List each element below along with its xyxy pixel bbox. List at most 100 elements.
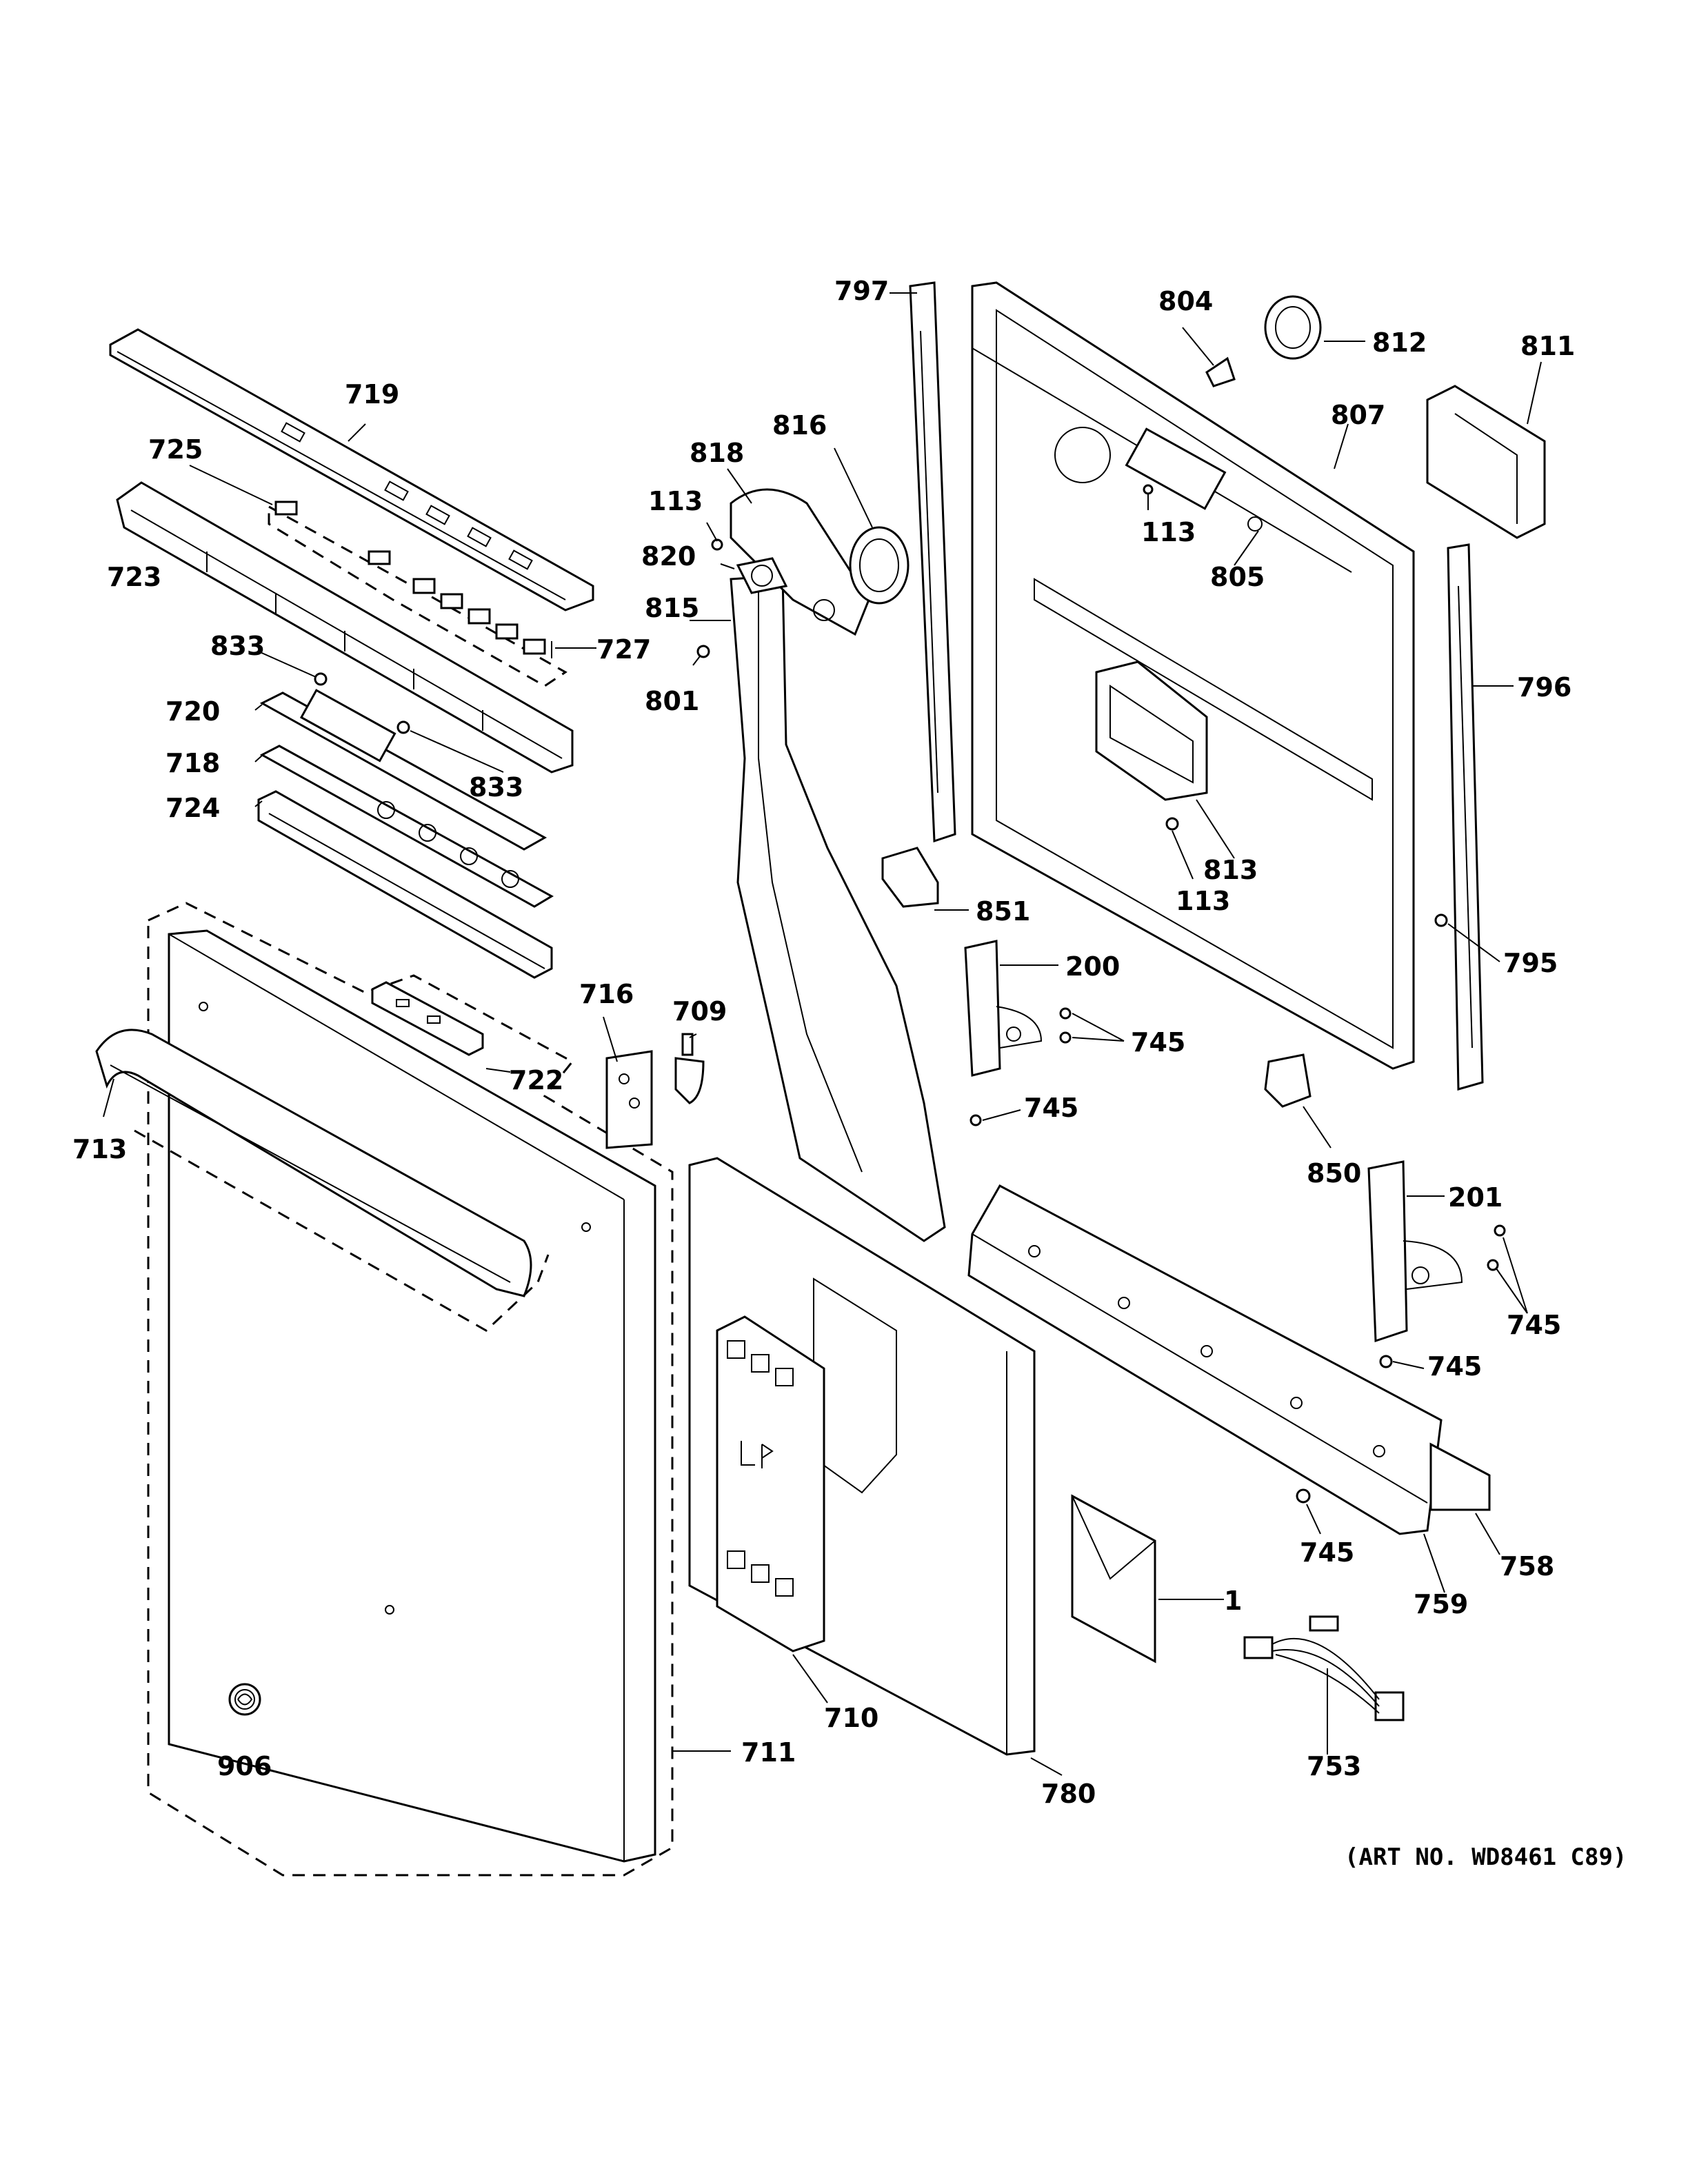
hinge-200 [964, 940, 1043, 1077]
spacer-block-710 [716, 1315, 825, 1652]
callout-759: 759 [1414, 1589, 1468, 1619]
side-trim-796 [1447, 543, 1484, 1091]
screw-833-b [396, 720, 410, 734]
callout-812: 812 [1372, 327, 1427, 358]
envelope-icon [1072, 1495, 1156, 1580]
callout-796: 796 [1517, 672, 1571, 702]
callout-758: 758 [1500, 1551, 1554, 1581]
callout-709: 709 [672, 996, 727, 1027]
screw-745-g [1296, 1488, 1311, 1504]
detergent-module-805 [1125, 427, 1263, 532]
callout-797: 797 [834, 276, 889, 306]
callout-201: 201 [1448, 1182, 1503, 1213]
ui-board-718 [259, 745, 554, 908]
callout-745-d: 745 [1427, 1351, 1482, 1382]
screw-795 [1434, 913, 1448, 927]
insulation-block-758 [1429, 1442, 1491, 1511]
callout-710: 710 [824, 1703, 878, 1733]
callout-718: 718 [165, 748, 220, 778]
callout-716: 716 [579, 979, 634, 1009]
callout-113-b: 113 [1141, 517, 1196, 547]
callout-807: 807 [1331, 400, 1385, 430]
clip-804 [1205, 356, 1236, 387]
wire-harness-753 [1243, 1615, 1405, 1721]
callout-720: 720 [165, 696, 220, 727]
callout-820: 820 [641, 541, 696, 572]
fan-820 [736, 557, 788, 594]
hinge-clip-851 [881, 847, 939, 908]
callout-745-a: 745 [1131, 1027, 1185, 1058]
callout-1: 1 [1224, 1586, 1242, 1616]
latch-850 [1264, 1053, 1312, 1108]
callout-780: 780 [1041, 1779, 1096, 1809]
vent-duct-815 [730, 574, 946, 1242]
door-panel-711 [168, 929, 656, 1863]
ge-logo-906 [228, 1683, 261, 1716]
callout-753: 753 [1307, 1751, 1361, 1781]
callout-724: 724 [165, 793, 220, 823]
control-housing-723 [116, 481, 574, 774]
callout-818: 818 [690, 438, 744, 468]
screw-113-top [711, 538, 723, 551]
screw-745-a [1059, 1007, 1072, 1020]
callout-805: 805 [1210, 562, 1265, 592]
callout-727: 727 [596, 634, 651, 665]
control-board-720 [259, 689, 547, 851]
callout-745-c: 745 [1507, 1310, 1561, 1340]
callout-804: 804 [1158, 286, 1213, 316]
callout-801: 801 [645, 686, 699, 716]
callout-833-a: 833 [210, 631, 265, 661]
callout-850: 850 [1307, 1158, 1361, 1189]
callout-722: 722 [509, 1065, 563, 1095]
leader-lines [103, 292, 1542, 1776]
screw-745-c [969, 1114, 982, 1126]
screw-709 [674, 1033, 705, 1104]
literature-envelope-1 [1071, 1494, 1156, 1664]
side-trim-797 [909, 281, 956, 843]
callout-723: 723 [107, 562, 161, 592]
callout-816: 816 [772, 410, 827, 441]
callout-745-b: 745 [1024, 1093, 1078, 1123]
callout-811: 811 [1520, 331, 1575, 361]
callout-labels: 719 725 723 727 833 720 833 718 724 716 … [72, 276, 1575, 1809]
bracket-716 [605, 1050, 653, 1149]
screw-113-mid [1143, 484, 1154, 495]
screw-745-f [1379, 1355, 1393, 1368]
screw-745-b [1059, 1031, 1072, 1044]
screw-745-d [1494, 1224, 1506, 1237]
door-handle-713 [95, 1029, 532, 1297]
dashed-outline-door [147, 902, 674, 1877]
callout-719: 719 [345, 379, 399, 410]
callout-795: 795 [1503, 948, 1558, 978]
lower-trim-759 [967, 1184, 1443, 1535]
vent-cover-813 [1095, 660, 1208, 801]
inner-door-807 [971, 281, 1415, 1070]
callout-851: 851 [976, 896, 1030, 927]
callout-813: 813 [1203, 855, 1258, 885]
callout-200: 200 [1065, 951, 1120, 982]
handle-bracket-722 [371, 981, 484, 1056]
callout-113-a: 113 [648, 486, 703, 516]
callout-711: 711 [741, 1737, 796, 1768]
callout-725: 725 [148, 434, 203, 465]
button-parts-725 [268, 501, 567, 687]
vent-fan-housing-818 [730, 488, 870, 636]
callout-745-e: 745 [1300, 1537, 1354, 1568]
art-number: (ART NO. WD8461 C89) [1345, 1843, 1627, 1871]
screw-113-low [1165, 817, 1179, 831]
screw-801 [696, 645, 710, 658]
ge-monogram-icon [237, 1693, 253, 1706]
gasket-816 [849, 526, 910, 605]
board-cover-724 [257, 790, 553, 979]
callout-815: 815 [645, 593, 699, 623]
button-set-727 [412, 578, 546, 655]
rinse-cap-812 [1264, 295, 1322, 360]
hinge-201 [1367, 1160, 1463, 1343]
callout-713: 713 [72, 1134, 127, 1164]
screw-833-a [314, 672, 328, 686]
screw-745-e [1487, 1259, 1499, 1271]
callout-113-c: 113 [1176, 886, 1230, 916]
callout-833-b: 833 [469, 772, 523, 802]
dispenser-811 [1426, 385, 1546, 539]
